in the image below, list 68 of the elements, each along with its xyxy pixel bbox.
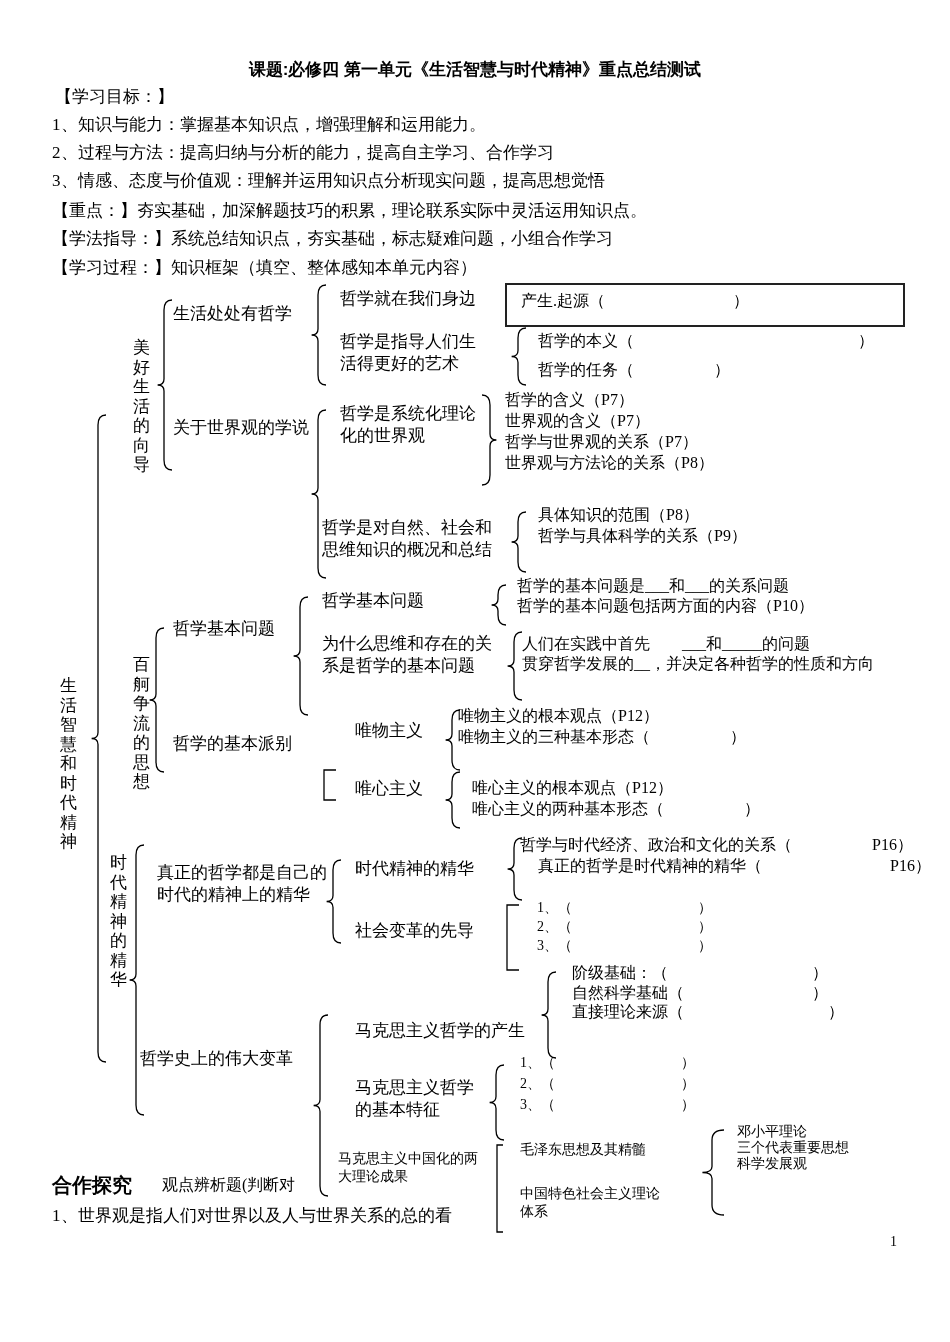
outline-text: 2、过程与方法：提高归纳与分析的能力，提高自主学习、合作学习 [52, 142, 554, 164]
outline-text: 1、世界观是指人们对世界以及人与世界关系的总的看 [52, 1205, 452, 1227]
outline-text: 科学发展观 [737, 1155, 807, 1173]
outline-text: 毛泽东思想及其精髓 [520, 1141, 646, 1159]
outline-text: 哲学与具体科学的关系（P9） [538, 526, 747, 546]
outline-text: 中国特色社会主义理论体系 [520, 1185, 661, 1222]
outline-text: 哲学的含义（P7） [505, 390, 634, 410]
outline-text: 哲学的任务（ ） [538, 360, 730, 380]
outline-text: 马克思主义哲学的基本特征 [355, 1077, 475, 1122]
outline-text: 世界观的含义（P7） [505, 411, 650, 431]
vertical-heading: 时代精神的精华 [110, 853, 127, 990]
outline-text: 哲学的基本派别 [173, 733, 292, 755]
outline-text: 【学习目标：】 [55, 86, 174, 108]
outline-text: 生活处处有哲学 [173, 303, 292, 325]
vertical-heading: 生活智慧和时代精神 [60, 676, 77, 852]
outline-text: 唯心主义的根本观点（P12） [472, 778, 673, 798]
outline-text: 具体知识的范围（P8） [538, 505, 699, 525]
outline-text: 1、知识与能力：掌握基本知识点，增强理解和运用能力。 [52, 114, 486, 136]
outline-text: 直接理论来源（ ） [572, 1002, 844, 1022]
page-title: 课题:必修四 第一单元《生活智慧与时代精神》重点总结测试 [247, 59, 703, 81]
outline-text: 马克思主义中国化的两大理论成果 [338, 1150, 479, 1187]
outline-text: 唯物主义 [355, 720, 423, 742]
vertical-heading: 百舸争流的思想 [133, 655, 150, 792]
outline-text: 【学法指导：】系统总结知识点，夯实基础，标志疑难问题，小组合作学习 [52, 228, 613, 250]
page-number: 1 [890, 1233, 897, 1251]
outline-text: 唯心主义的两种基本形态（ ） [472, 799, 760, 819]
outline-text: 哲学的基本问题是___和___的关系问题 [517, 576, 789, 596]
outline-text: 哲学的基本问题包括两方面的内容（P10） [517, 596, 814, 616]
outline-text: 真正的哲学都是自己的时代的精神上的精华 [157, 862, 328, 907]
outline-text: 自然科学基础（ ） [572, 983, 828, 1003]
outline-text: 3、（ ） [520, 1096, 695, 1114]
outline-text: 时代精神的精华 [355, 858, 474, 880]
outline-text: 2、（ ） [537, 918, 712, 936]
outline-text: 哲学是系统化理论化的世界观 [340, 403, 477, 448]
outline-text: 唯心主义 [355, 778, 423, 800]
outline-text: 哲学就在我们身边 [340, 288, 476, 310]
outline-text: 【重点：】夯实基础，加深解题技巧的积累，理论联系实际中灵活运用知识点。 [52, 200, 647, 222]
outline-text: 贯穿哲学发展的__，并决定各种哲学的性质和方向 [522, 654, 874, 674]
outline-text: 哲学是对自然、社会和思维知识的概况和总结 [322, 517, 493, 562]
outline-text: 1、（ ） [537, 899, 712, 917]
outline-text: 世界观与方法论的关系（P8） [505, 453, 714, 473]
outline-text: 3、（ ） [537, 937, 712, 955]
outline-text: 唯物主义的根本观点（P12） [458, 706, 659, 726]
section-heading: 合作探究 [52, 1173, 132, 1198]
outline-text: 为什么思维和存在的关系是哲学的基本问题 [322, 633, 493, 678]
outline-text: 哲学与时代经济、政治和文化的关系（ P16） [520, 835, 913, 855]
outline-text: 1、（ ） [520, 1054, 695, 1072]
outline-text: 2、（ ） [520, 1075, 695, 1093]
outline-text: 马克思主义哲学的产生 [355, 1020, 526, 1042]
outline-text: 唯物主义的三种基本形态（ ） [458, 727, 746, 747]
outline-text: 三个代表重要思想 [737, 1139, 849, 1156]
outline-text: 阶级基础：（ ） [572, 963, 828, 983]
vertical-heading: 美好生活的向导 [133, 338, 150, 475]
outline-text: 3、情感、态度与价值观：理解并运用知识点分析现实问题，提高思想觉悟 [52, 170, 605, 192]
outline-text: 真正的哲学是时代精神的精华（ P16） [538, 856, 931, 876]
outline-text: 哲学是指导人们生活得更好的艺术 [340, 331, 477, 376]
outline-text: 哲学的本义（ ） [538, 331, 874, 351]
outline-text: 人们在实践中首先 ___和_____的问题 [522, 634, 810, 654]
outline-text: 哲学基本问题 [322, 590, 424, 612]
outline-text: 哲学基本问题 [173, 618, 276, 640]
outline-text: 关于世界观的学说 [173, 417, 310, 439]
outline-text: 哲学史上的伟大变革 [140, 1048, 294, 1070]
outline-text: 【学习过程：】知识框架（填空、整体感知本单元内容） [52, 257, 477, 279]
outline-text: 哲学与世界观的关系（P7） [505, 432, 698, 452]
outline-text: 社会变革的先导 [355, 920, 474, 942]
outline-text: 观点辨析题(判断对 [162, 1175, 296, 1196]
outline-text: 邓小平理论 [737, 1123, 807, 1140]
outlined-box: 产生.起源（ ） [505, 283, 905, 327]
